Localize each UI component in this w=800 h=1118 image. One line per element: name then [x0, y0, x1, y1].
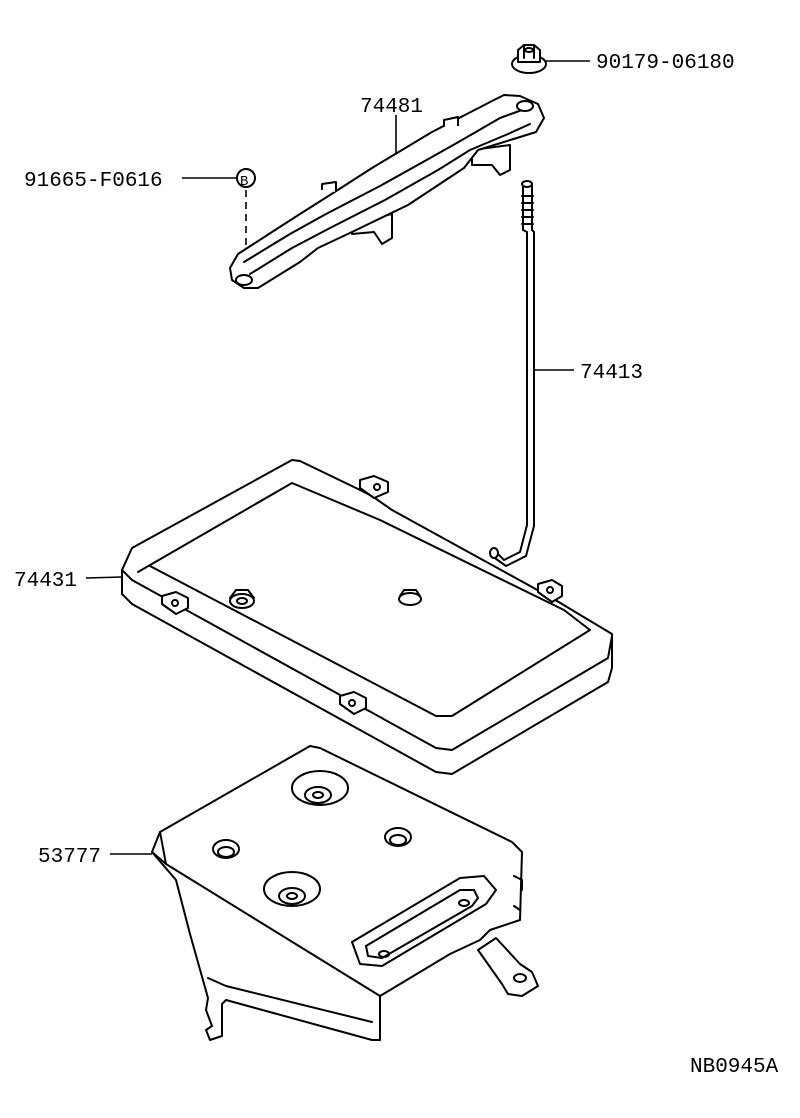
label-carrier: 53777	[38, 846, 101, 869]
rod-part	[489, 180, 535, 567]
label-rod: 74413	[580, 362, 643, 385]
nut-part	[511, 44, 547, 74]
bolt-part: B	[236, 168, 256, 190]
tray-part	[121, 459, 613, 775]
label-bolt: 91665-F0616	[24, 170, 163, 193]
leader-tray	[85, 576, 123, 579]
bolt-mark: B	[240, 174, 248, 190]
label-tray: 74431	[14, 570, 77, 593]
label-nut: 90179-06180	[596, 52, 735, 75]
carrier-part	[151, 745, 539, 1041]
figure-code: NB0945A	[690, 1056, 779, 1079]
label-clamp: 74481	[360, 96, 423, 119]
clamp-part	[229, 94, 545, 289]
